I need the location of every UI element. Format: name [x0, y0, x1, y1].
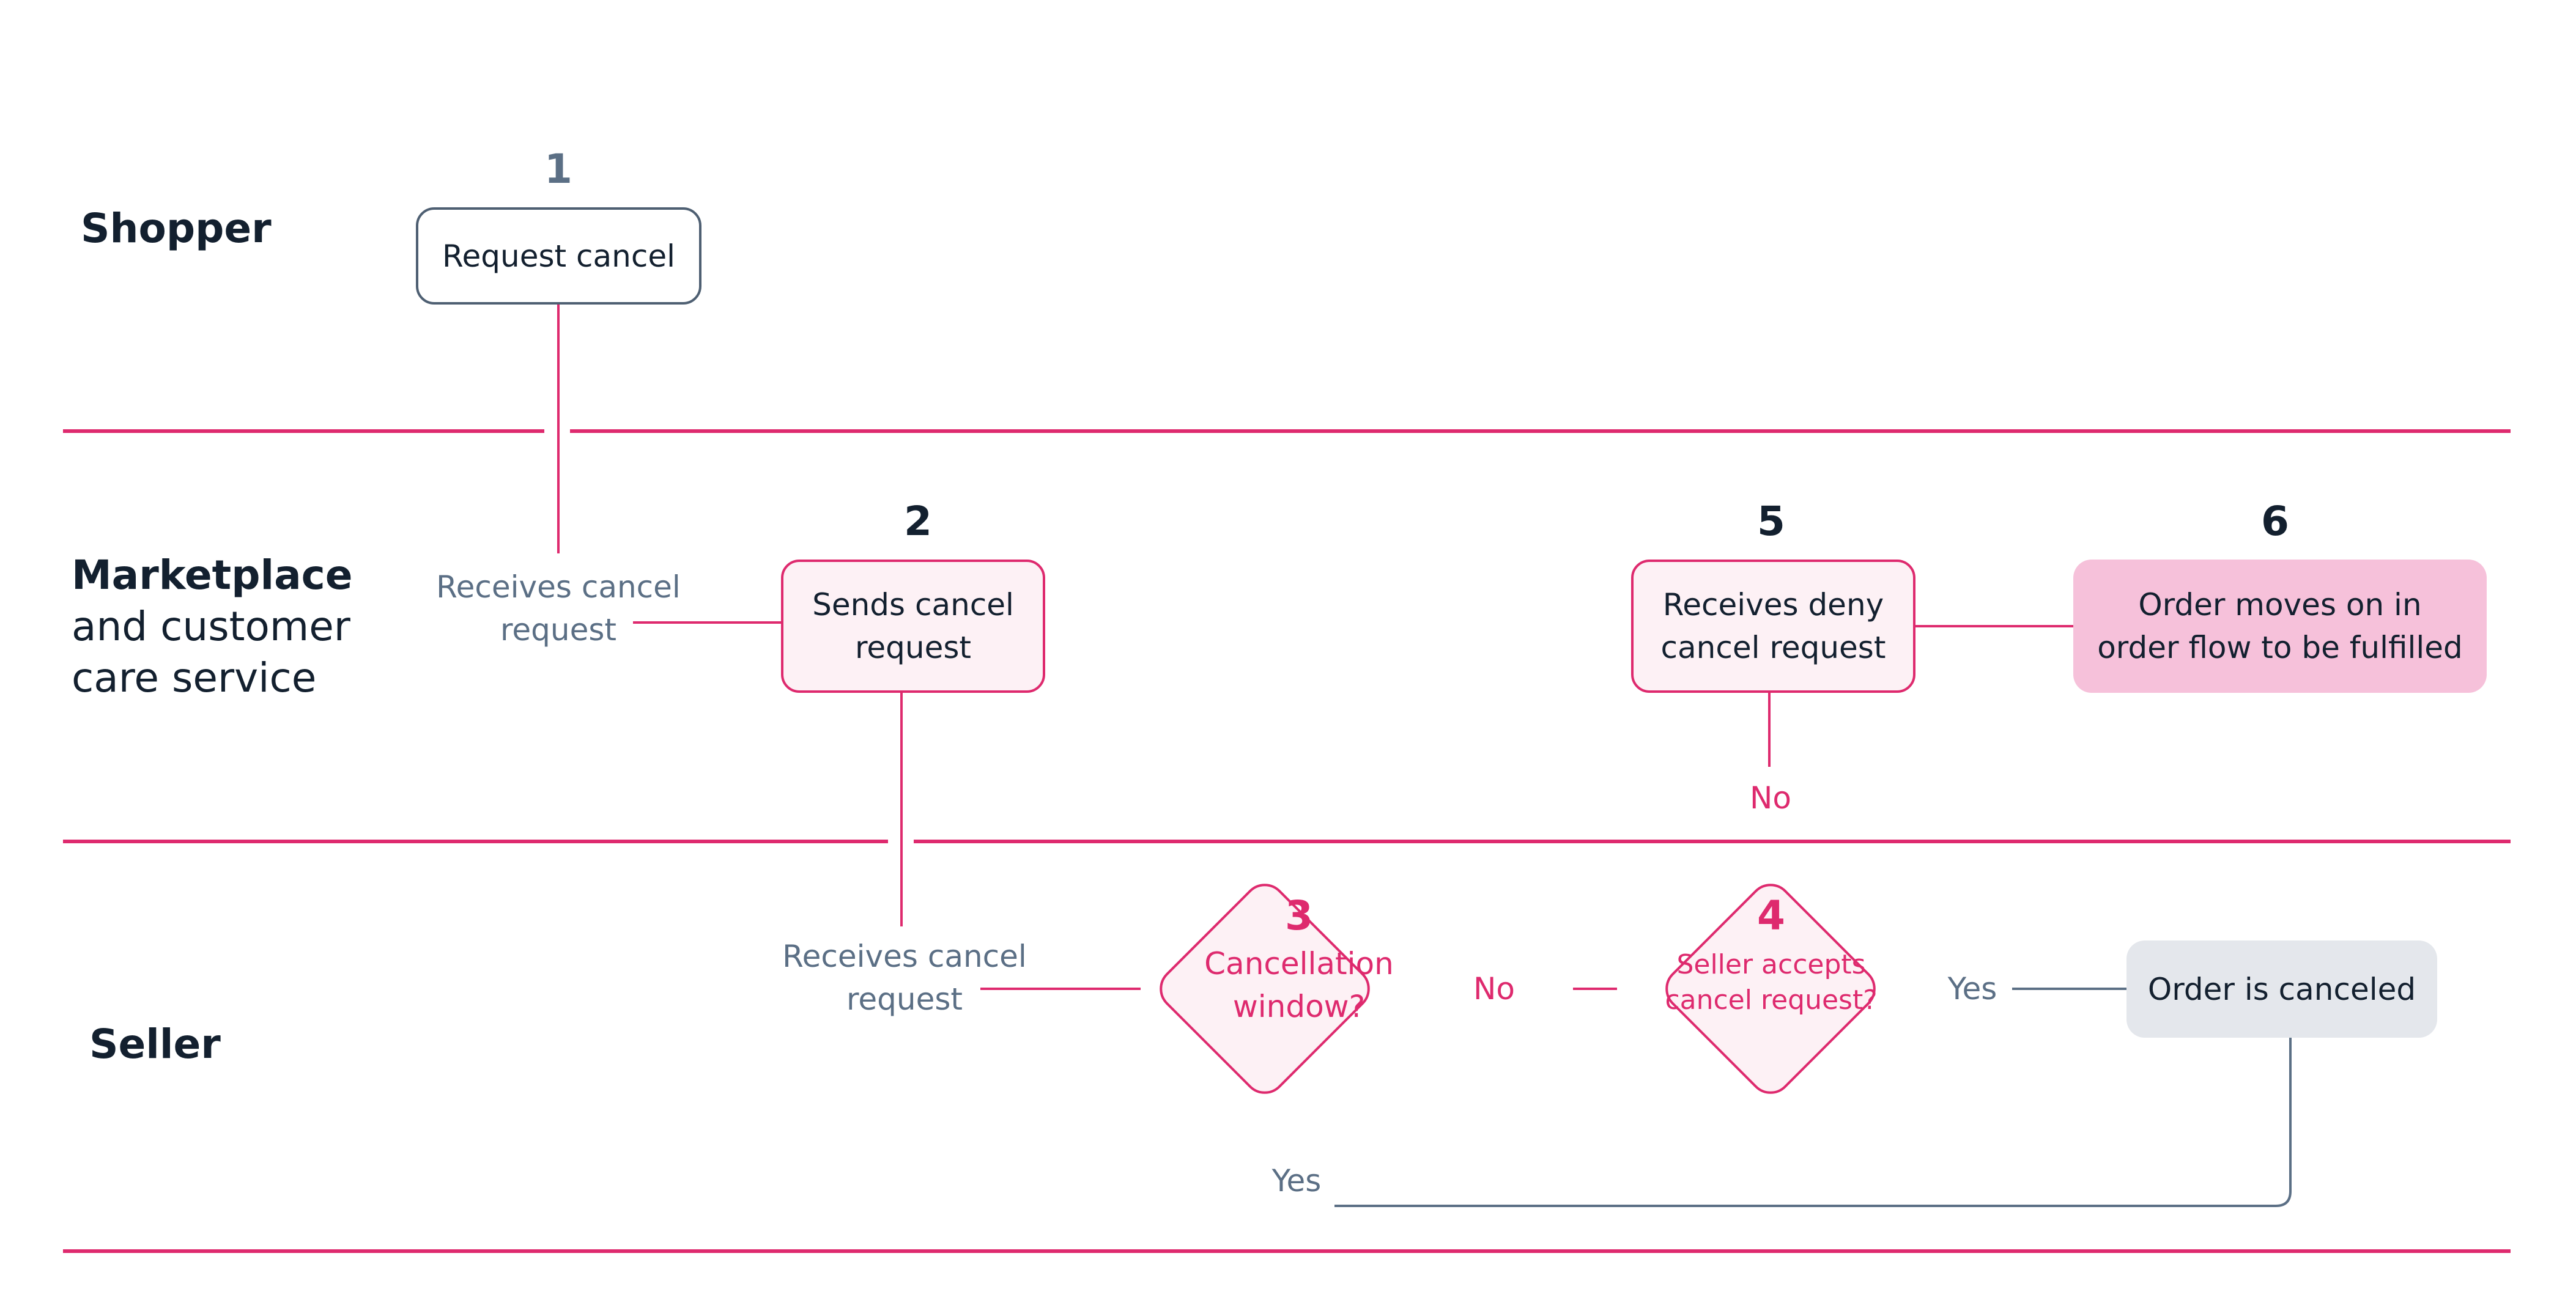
decision-label-line2: cancel request? [1665, 985, 1878, 1016]
lane-title-seller: Seller [89, 1019, 221, 1070]
lane-title-marketplace-bold: Marketplace [72, 552, 353, 599]
step-box-label-line2: request [854, 630, 972, 665]
decision-label-line2: window? [1232, 989, 1366, 1024]
lane-title-seller-text: Seller [89, 1021, 221, 1068]
decision-diamond-3 [1160, 884, 1370, 1094]
step-box-label-line1: Sends cancel [812, 587, 1014, 623]
step-number-1: 1 [544, 146, 572, 193]
decision-4-text[interactable]: 4 Seller accepts cancel request? [1618, 890, 1924, 1018]
decision-label-line1: Cancellation [1204, 946, 1394, 981]
edge-label-no-5: No [1750, 780, 1791, 816]
edge-label-receives-cancel-1: Receives cancel request [405, 566, 711, 651]
edge-label-line1: Receives cancel [782, 939, 1027, 974]
edge-label-yes-4: Yes [1947, 971, 1997, 1007]
step-box-request-cancel[interactable]: Request cancel [416, 207, 701, 305]
decision-diamond-4 [1665, 884, 1876, 1094]
step-box-order-moves-on[interactable]: Order moves on in order flow to be fulfi… [2073, 560, 2487, 693]
step-box-label: Order is canceled [2147, 971, 2416, 1007]
step-box-label-line2: cancel request [1660, 630, 1886, 665]
step-box-label-line1: Order moves on in [2138, 587, 2422, 623]
decision-3-text[interactable]: 3 Cancellation window? [1146, 890, 1452, 1028]
connector-yes-loop [1334, 1038, 2292, 1207]
step-box-receives-deny[interactable]: Receives deny cancel request [1631, 560, 1915, 693]
step-box-label-line2: order flow to be fulfilled [2097, 630, 2463, 665]
edge-label-receives-cancel-2: Receives cancel request [752, 935, 1057, 1021]
decision-label-line1: Seller accepts [1676, 949, 1866, 980]
lane-title-marketplace-line3: care service [72, 654, 317, 701]
step-box-sends-cancel-request[interactable]: Sends cancel request [781, 560, 1045, 693]
decision-number: 3 [1285, 892, 1313, 939]
step-number-2: 2 [904, 498, 932, 545]
lane-title-shopper-text: Shopper [81, 205, 272, 252]
lane-title-shopper: Shopper [81, 203, 272, 254]
step-box-label-line1: Receives deny [1662, 587, 1884, 623]
lane-title-marketplace: Marketplace and customer care service [72, 550, 353, 704]
step-number-6: 6 [2261, 498, 2289, 545]
edge-label-line1: Receives cancel [436, 569, 681, 605]
step-box-label: Request cancel [442, 238, 675, 274]
step-number-5: 5 [1757, 498, 1785, 545]
decision-number: 4 [1757, 892, 1785, 939]
step-box-order-canceled[interactable]: Order is canceled [2126, 940, 2437, 1038]
edge-label-line2: request [846, 981, 963, 1017]
edge-label-line2: request [500, 612, 617, 648]
edge-label-no-3: No [1473, 971, 1515, 1007]
lane-title-marketplace-line2: and customer [72, 603, 350, 650]
edge-label-yes-3: Yes [1271, 1163, 1322, 1199]
